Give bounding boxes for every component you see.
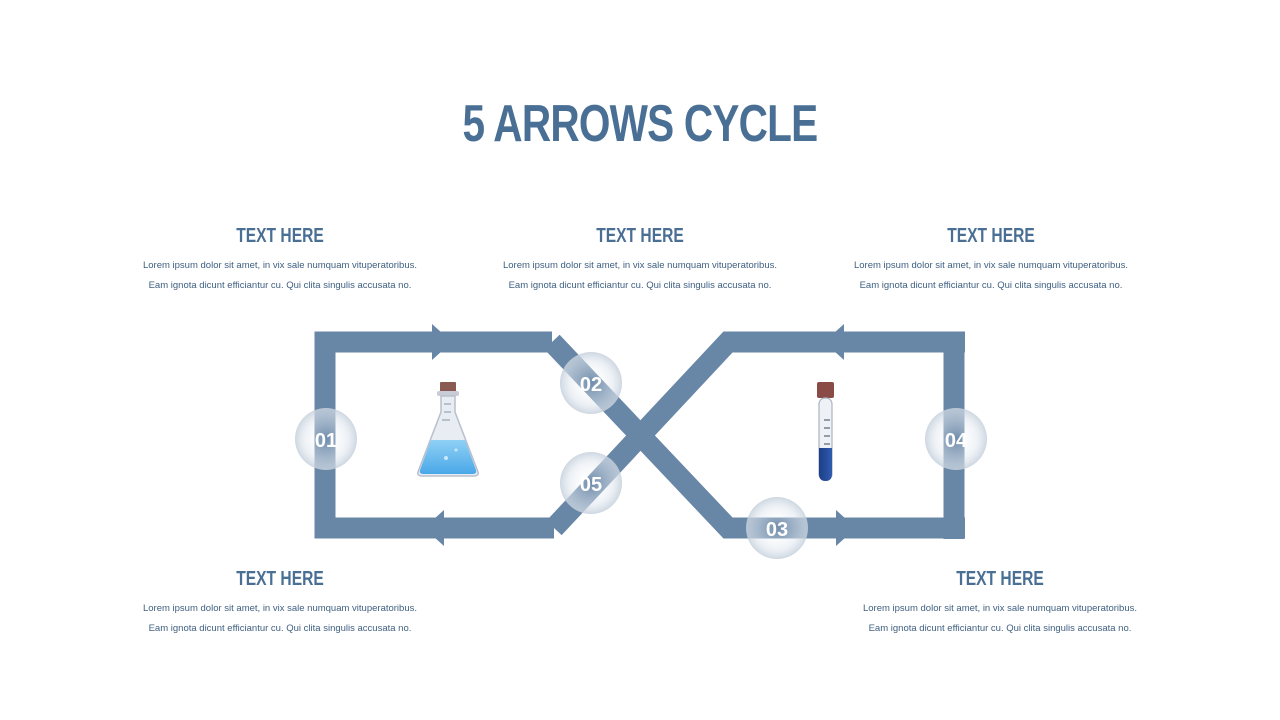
step-badge-02: 02	[560, 352, 622, 414]
block-heading: TEXT HERE	[236, 225, 324, 247]
flask-icon	[417, 382, 479, 477]
text-block-top-right: TEXT HERE Lorem ipsum dolor sit amet, in…	[831, 224, 1151, 296]
svg-text:02: 02	[580, 374, 602, 396]
block-body: Lorem ipsum dolor sit amet, in vix sale …	[142, 603, 418, 634]
svg-text:05: 05	[580, 474, 602, 496]
arrowheads	[424, 324, 856, 546]
svg-text:03: 03	[766, 519, 788, 541]
step-badge-03: 03	[746, 497, 808, 559]
svg-text:01: 01	[315, 430, 337, 452]
text-block-top-center: TEXT HERE Lorem ipsum dolor sit amet, in…	[480, 224, 800, 296]
block-body: Lorem ipsum dolor sit amet, in vix sale …	[142, 260, 418, 291]
svg-text:04: 04	[945, 430, 968, 452]
text-block-bottom-left: TEXT HERE Lorem ipsum dolor sit amet, in…	[120, 567, 440, 639]
text-block-bottom-right: TEXT HERE Lorem ipsum dolor sit amet, in…	[840, 567, 1160, 639]
text-block-top-left: TEXT HERE Lorem ipsum dolor sit amet, in…	[120, 224, 440, 296]
block-heading: TEXT HERE	[236, 568, 324, 590]
arrow-path	[314, 331, 965, 539]
step-badge-01: 01	[295, 408, 357, 470]
step-badge-05: 05	[560, 452, 622, 514]
block-heading: TEXT HERE	[947, 225, 1035, 247]
block-heading: TEXT HERE	[596, 225, 684, 247]
step-badge-04: 04	[925, 408, 987, 470]
block-body: Lorem ipsum dolor sit amet, in vix sale …	[502, 260, 778, 291]
arrowhead-bottom-right	[836, 510, 856, 546]
block-body: Lorem ipsum dolor sit amet, in vix sale …	[862, 603, 1138, 634]
test-tube-icon	[817, 382, 834, 481]
block-body: Lorem ipsum dolor sit amet, in vix sale …	[853, 260, 1129, 291]
arrowhead-top-left	[432, 324, 452, 360]
page-title: 5 ARROWS CYCLE	[462, 95, 819, 153]
arrowhead-bottom-left	[424, 510, 444, 546]
block-heading: TEXT HERE	[956, 568, 1044, 590]
arrowhead-top-right	[824, 324, 844, 360]
